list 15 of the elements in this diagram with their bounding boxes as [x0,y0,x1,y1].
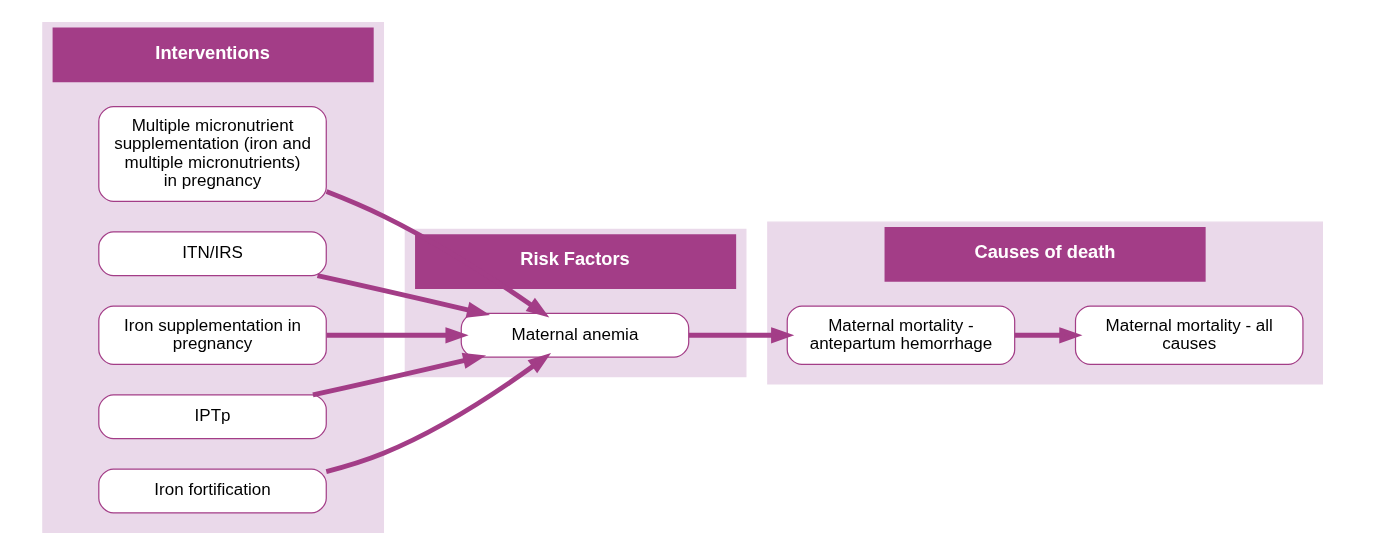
node-box: Multiple micronutrient supplementation (iron and multiple micronutrients) in pregnancy [97,106,327,203]
node-box: ITN/IRS [97,231,327,277]
arrow [325,353,551,474]
arrow [316,273,490,318]
arrow [688,327,794,344]
node-box: Iron supplementation in pregnancy [97,305,327,366]
node-box: Maternal mortality - all causes [1074,305,1304,366]
node-box: Maternal mortality - antepartum hemorrhage [786,305,1015,366]
arrow [326,327,469,344]
arrow [325,189,549,318]
node-box: Iron fortification [97,468,327,514]
node-box: Maternal anemia [460,312,689,358]
node-box: IPTp [97,394,327,440]
arrow [311,352,486,398]
arrow [1014,327,1082,344]
